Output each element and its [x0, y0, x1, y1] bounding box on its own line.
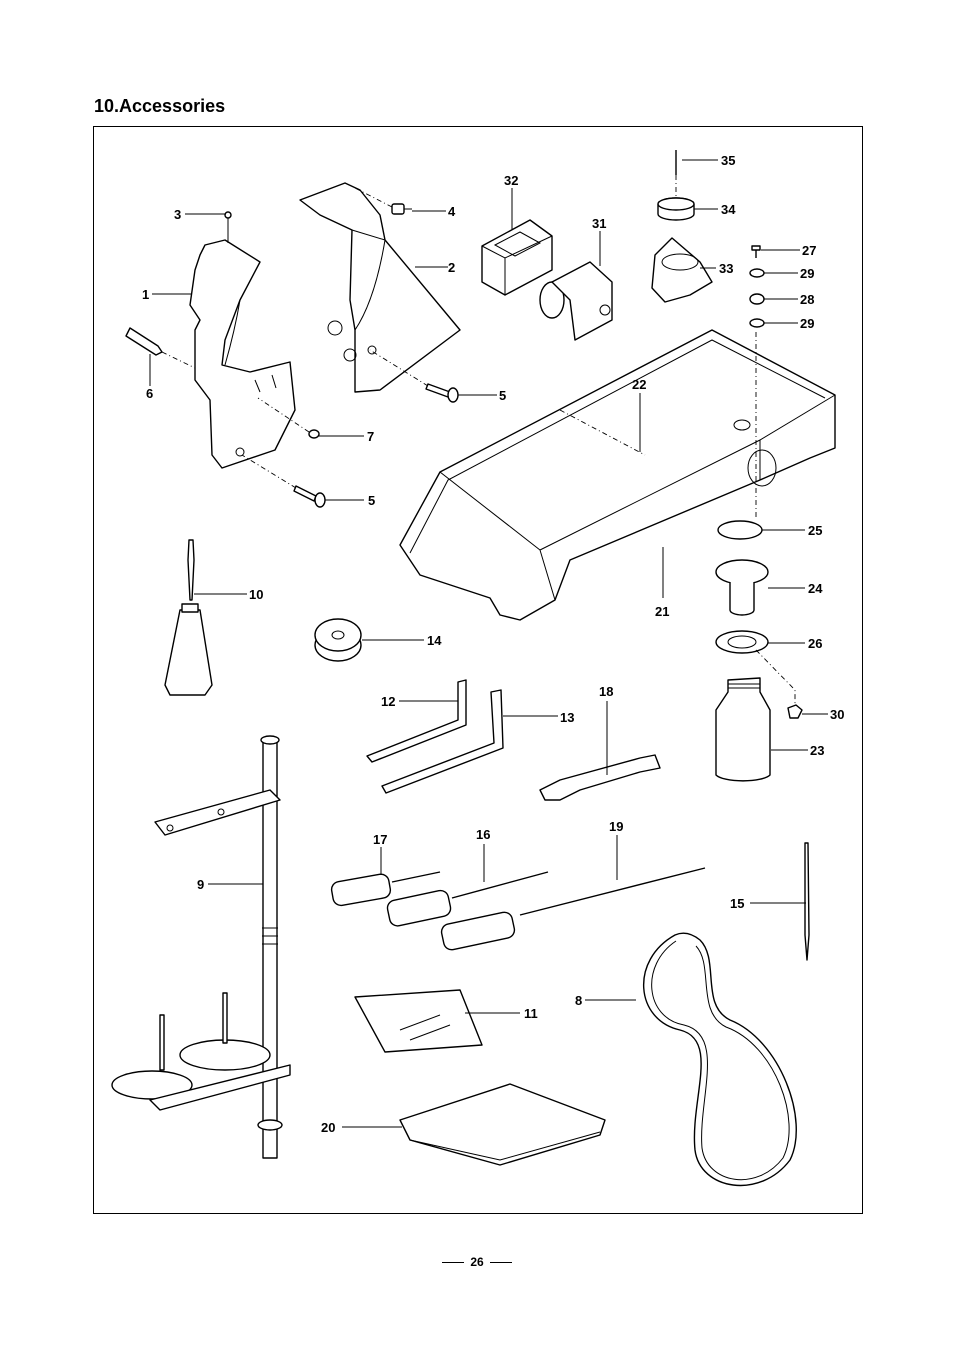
callout-27: 27 [802, 243, 816, 258]
callout-3: 3 [174, 207, 181, 222]
part-27-screw [751, 245, 761, 258]
callout-12: 12 [381, 694, 395, 709]
part-16-screwdriver [386, 871, 549, 927]
callout-25: 25 [808, 523, 822, 538]
callout-16: 16 [476, 827, 490, 842]
part-34-cap [657, 197, 695, 221]
callout-29-upper: 29 [800, 266, 814, 281]
part-14-bobbin [314, 618, 362, 662]
callout-4: 4 [448, 204, 456, 219]
part-7-screw [257, 397, 320, 439]
part-29-washer-upper [749, 268, 765, 278]
callout-5-lower: 5 [368, 493, 375, 508]
page-number: 26 [470, 1255, 484, 1269]
part-26-ring [715, 630, 769, 654]
callout-9: 9 [197, 877, 204, 892]
callout-22: 22 [632, 377, 646, 392]
callout-8: 8 [575, 993, 582, 1008]
part-23-bottle [715, 677, 771, 782]
callout-32: 32 [504, 173, 518, 188]
callout-13: 13 [560, 710, 574, 725]
callout-33: 33 [719, 261, 733, 276]
callout-14: 14 [427, 633, 442, 648]
callout-21: 21 [655, 604, 669, 619]
callout-2: 2 [448, 260, 455, 275]
leader-lines [149, 159, 828, 1128]
part-17-screwdriver [330, 871, 441, 907]
callout-26: 26 [808, 636, 822, 651]
callout-17: 17 [373, 832, 387, 847]
callout-11: 11 [524, 1006, 538, 1021]
part-6-stud [125, 327, 196, 369]
callout-10: 10 [249, 587, 263, 602]
part-1-guard-plate [189, 239, 296, 469]
callout-31: 31 [592, 216, 606, 231]
callout-5-upper: 5 [499, 388, 506, 403]
callout-23: 23 [810, 743, 824, 758]
callout-6: 6 [146, 386, 153, 401]
part-21-tray [399, 329, 836, 621]
callout-19: 19 [609, 819, 623, 834]
part-2-guard-plate [299, 182, 461, 393]
section-title: 10.Accessories [94, 96, 226, 116]
part-13-hex-key [381, 689, 504, 794]
part-11-bag [354, 989, 483, 1053]
callout-20: 20 [321, 1120, 335, 1135]
part-3-screw [224, 211, 232, 243]
callout-30: 30 [830, 707, 844, 722]
callout-7: 7 [367, 429, 374, 444]
part-10-oiler [164, 539, 213, 696]
page-footer: 26 [0, 1255, 954, 1269]
part-30-nut [787, 704, 803, 719]
part-12-hex-key [366, 679, 467, 763]
part-20-cover-cloth [399, 1083, 606, 1166]
part-29-washer-lower [749, 318, 765, 328]
footer-rule-left [442, 1262, 465, 1264]
part-31-clamp [539, 261, 613, 341]
part-5-screw-lower [241, 454, 326, 508]
part-9-thread-stand [111, 735, 291, 1159]
callout-29-lower: 29 [800, 316, 814, 331]
callout-34: 34 [721, 202, 736, 217]
part-8-belt [642, 932, 797, 1187]
callout-35: 35 [721, 153, 735, 168]
part-28-washer [749, 293, 765, 305]
part-15-needle [804, 842, 810, 961]
part-18-wrench [539, 754, 661, 801]
diagram-frame [93, 126, 863, 1214]
part-5-screw-upper [369, 349, 459, 403]
part-4-screw [354, 187, 412, 215]
part-33-cone-base [651, 237, 713, 303]
part-32-holder [481, 219, 553, 296]
part-24-bushing [715, 559, 769, 616]
callout-24: 24 [808, 581, 823, 596]
part-22-guide-line [559, 409, 646, 456]
callout-28: 28 [800, 292, 814, 307]
callout-18: 18 [599, 684, 613, 699]
part-19-screwdriver [440, 867, 706, 951]
callout-15: 15 [730, 896, 744, 911]
callout-labels: 1 2 3 4 5 5 6 7 8 9 10 11 12 13 14 15 16… [142, 153, 844, 1135]
callout-1: 1 [142, 287, 149, 302]
part-25-flange [717, 520, 763, 540]
footer-rule-right [489, 1262, 512, 1264]
